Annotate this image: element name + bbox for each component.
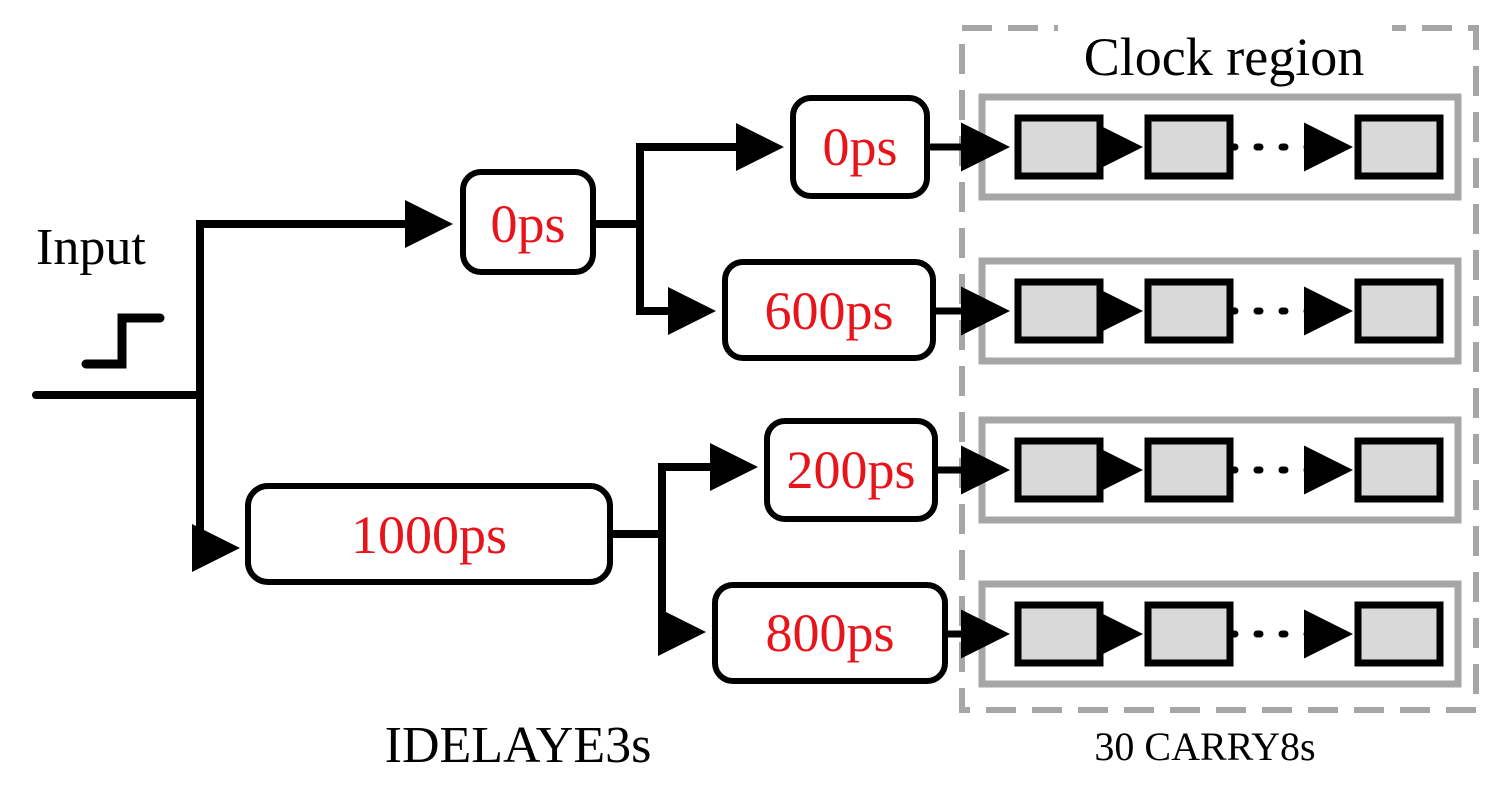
delay-top-label: 0ps	[490, 194, 565, 254]
carry-label: 30 CARRY8s	[1094, 724, 1315, 769]
idelay-label: IDELAYE3s	[385, 717, 652, 774]
delay-box-bottom-bottom: 800ps	[712, 582, 948, 684]
delay-bottom-top-label: 200ps	[786, 440, 915, 500]
carry-row	[935, 416, 1462, 524]
carry-cell	[1144, 114, 1234, 180]
carry-row	[945, 580, 1462, 688]
delay-box-top: 0ps	[460, 169, 596, 275]
top-branch-wires	[593, 123, 784, 335]
carry-cell	[1354, 278, 1444, 344]
delay-bottom-label: 1000ps	[351, 505, 507, 565]
delay-bottom-bottom-label: 800ps	[765, 603, 894, 663]
delay-box-bottom-top: 200ps	[764, 418, 938, 522]
clock-region-label: Clock region	[1084, 27, 1364, 87]
step-icon	[81, 313, 165, 369]
carry-cell	[1354, 437, 1444, 503]
carry-row	[933, 257, 1462, 365]
delay-box-top-top: 0ps	[790, 95, 930, 199]
carry-chain-rows	[927, 93, 1462, 688]
delay-box-top-bottom: 600ps	[722, 259, 936, 361]
carry-cell	[1014, 601, 1104, 667]
delay-top-bottom-label: 600ps	[764, 281, 893, 341]
carry-cell	[1354, 601, 1444, 667]
input-wires	[32, 200, 453, 572]
carry-cell	[1014, 278, 1104, 344]
carry-cell	[1144, 601, 1234, 667]
input-label: Input	[36, 219, 146, 276]
carry-cell	[1144, 437, 1234, 503]
carry-cell	[1014, 437, 1104, 503]
carry-cell	[1014, 114, 1104, 180]
clock-region-label-bg	[1058, 20, 1392, 90]
delay-box-bottom: 1000ps	[245, 483, 613, 585]
carry-cell	[1144, 278, 1234, 344]
carry-row	[927, 93, 1462, 201]
bottom-branch-wires	[610, 443, 758, 656]
carry-cell	[1354, 114, 1444, 180]
delay-top-top-label: 0ps	[822, 117, 897, 177]
